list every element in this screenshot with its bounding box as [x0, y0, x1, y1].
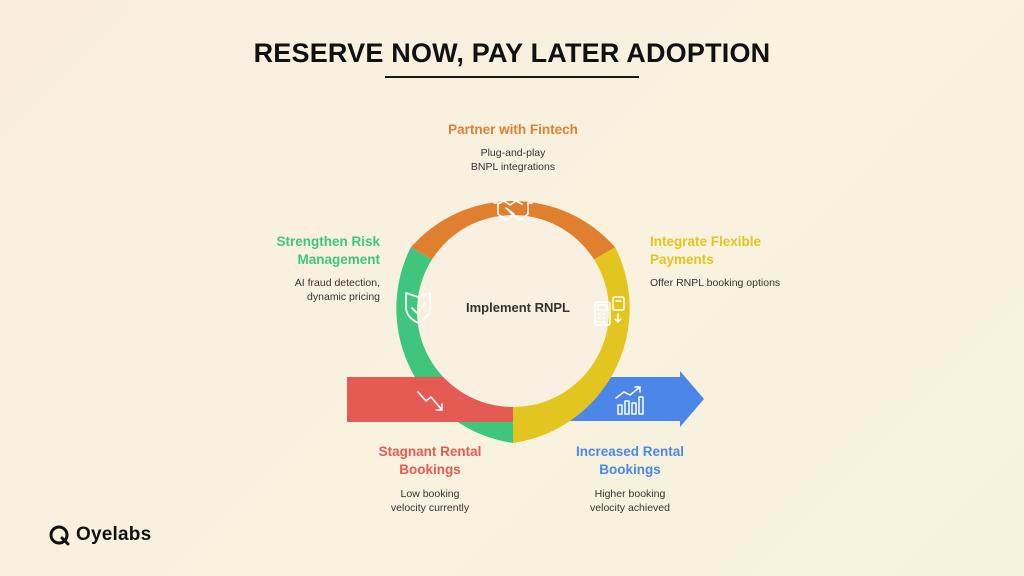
stagnant-title-line2: Bookings	[399, 462, 461, 477]
payments-title-line2: Payments	[650, 252, 714, 267]
payment-terminal-icon	[594, 296, 625, 326]
increased-title-line2: Bookings	[599, 462, 661, 477]
title-underline	[385, 76, 639, 78]
increased-desc-line2: velocity achieved	[590, 502, 670, 514]
increased-title-line1: Increased Rental	[575, 444, 685, 459]
partner-desc-line1: Plug-and-play	[480, 147, 546, 159]
page-title: RESERVE NOW, PAY LATER ADOPTION	[253, 38, 771, 68]
brand-logo: Oyelabs	[48, 524, 151, 546]
risk-title-line2: Management	[297, 252, 380, 267]
risk-desc-line1: AI fraud detection,	[294, 277, 380, 289]
growth-chart-icon	[615, 386, 644, 415]
trend-down-icon	[417, 391, 443, 411]
stagnant-desc-line2: velocity currently	[390, 502, 470, 514]
payments-desc-line1: Offer RNPL booking options	[650, 277, 781, 289]
oyelabs-logo-icon	[49, 525, 70, 546]
brand-name: Oyelabs	[76, 524, 152, 545]
risk-title-line1: Strengthen Risk	[276, 234, 380, 249]
stagnant-desc-line1: Low booking	[400, 488, 460, 500]
center-circle	[417, 215, 609, 407]
risk-desc-line2: dynamic pricing	[307, 291, 380, 303]
handshake-icon	[493, 200, 533, 221]
shield-check-icon	[405, 292, 431, 324]
payments-title-line1: Integrate Flexible	[650, 234, 762, 249]
increased-desc-line1: Higher booking	[594, 488, 666, 500]
stagnant-title-line1: Stagnant Rental	[378, 444, 482, 459]
center-label: Implement RNPL	[465, 300, 570, 315]
partner-title: Partner with Fintech	[448, 122, 578, 137]
partner-desc-line2: BNPL integrations	[470, 161, 556, 173]
